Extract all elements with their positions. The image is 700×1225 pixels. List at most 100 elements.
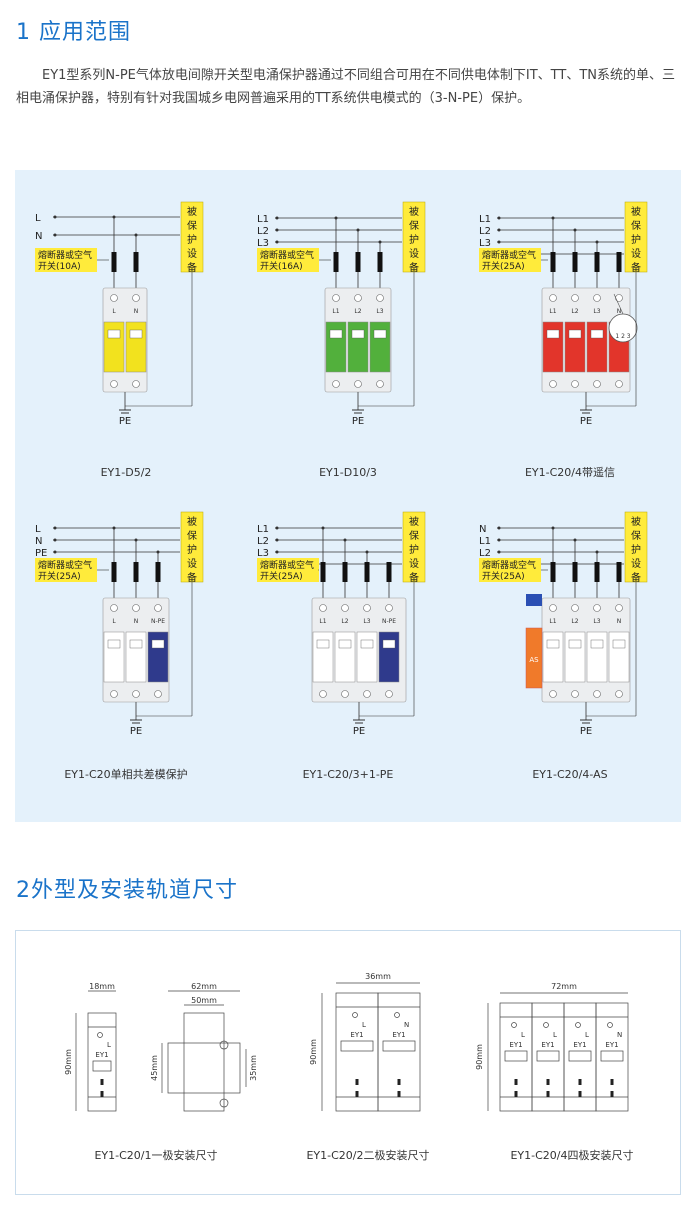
terminal-screw <box>341 604 349 612</box>
module-label: N <box>134 618 139 625</box>
fuse-element <box>111 252 117 272</box>
spd-module <box>564 631 586 683</box>
module-label: L <box>112 618 116 625</box>
status-window <box>382 639 396 649</box>
spd-module <box>125 321 147 373</box>
module-label: N <box>617 618 622 625</box>
fuse-label-line2: 开关(25A) <box>260 570 303 582</box>
side-outline <box>167 1042 241 1094</box>
module-mark: EY1 <box>350 1031 363 1039</box>
status-window <box>504 1050 528 1062</box>
diagram-caption: EY1-C20/4-AS <box>532 768 607 781</box>
fuse-element <box>133 252 139 272</box>
spd-module <box>564 321 586 373</box>
drop-node <box>378 240 382 244</box>
terminal-screw <box>615 690 623 698</box>
fuse-element <box>333 252 339 272</box>
diagram-caption: EY1-C20单相共差模保护 <box>64 767 187 781</box>
line-label: L2 <box>257 536 269 547</box>
line-label: L3 <box>479 238 491 249</box>
pe-label: PE <box>352 416 364 427</box>
protected-device-char: 护 <box>409 543 419 556</box>
module-label: L1 <box>319 618 326 625</box>
line-node <box>275 228 279 232</box>
drop-node <box>595 550 599 554</box>
status-window <box>360 639 374 649</box>
fuse-label-bg <box>35 248 97 272</box>
dimension-label: 90mm <box>64 1049 73 1075</box>
terminal-slot <box>355 1079 359 1085</box>
protected-device-char: 备 <box>631 571 641 584</box>
module-label: L2 <box>571 618 578 625</box>
spd-module <box>542 321 564 373</box>
protected-device-char: 护 <box>187 543 197 556</box>
terminal-screw <box>354 380 362 388</box>
terminal-slot <box>355 1091 359 1097</box>
line-node <box>497 228 501 232</box>
status-window <box>536 1050 560 1062</box>
wiring-diagram-6: 被保护设备NL1L2L3熔断器或空气开关(25A)L1L2L3NASPEEY1-… <box>479 511 648 781</box>
pe-label: PE <box>580 416 592 427</box>
spd-module <box>542 631 564 683</box>
dimension-label: 45mm <box>150 1055 159 1081</box>
fuse-label-line2: 开关(25A) <box>482 570 525 582</box>
status-window <box>92 1060 112 1072</box>
line-node <box>53 215 57 219</box>
diagram-caption: EY1-D10/3 <box>319 466 377 479</box>
fuse-label-line2: 开关(25A) <box>38 570 81 582</box>
line-label: L3 <box>257 548 269 559</box>
module-mark: EY1 <box>392 1031 405 1039</box>
terminal-slot <box>578 1091 582 1097</box>
fuse-label-line1: 熔断器或空气 <box>260 249 314 261</box>
line-node <box>275 216 279 220</box>
line-label: L3 <box>257 238 269 249</box>
line-label: L1 <box>479 536 491 547</box>
status-window <box>600 1050 624 1062</box>
line-node <box>53 233 57 237</box>
protected-device-char: 保 <box>409 529 419 542</box>
protected-device-char: 护 <box>631 233 641 246</box>
protected-device-char: 备 <box>409 261 419 274</box>
status-window <box>151 639 165 649</box>
fuse-element <box>364 562 370 582</box>
spd-module <box>125 631 147 683</box>
terminal-screw <box>97 1032 103 1038</box>
line-label: L <box>35 524 41 535</box>
fuse-element <box>111 562 117 582</box>
status-window <box>546 329 560 339</box>
terminal-screw <box>543 1022 549 1028</box>
spd-module <box>608 631 630 683</box>
fuse-element <box>594 252 600 272</box>
status-window <box>107 639 121 649</box>
status-window <box>382 1040 416 1052</box>
pole-letter: L <box>107 1041 111 1049</box>
fuse-label-line1: 熔断器或空气 <box>482 559 536 571</box>
terminal-screw <box>132 380 140 388</box>
line-node <box>497 550 501 554</box>
as-terminal <box>526 594 542 606</box>
module-outline <box>377 992 421 1112</box>
fuse-element <box>572 252 578 272</box>
protected-device-char: 设 <box>409 248 419 260</box>
drop-node <box>595 240 599 244</box>
pole-letter: N <box>617 1031 622 1039</box>
status-window <box>590 639 604 649</box>
wiring-diagram-5: 被保护设备L1L2L3N熔断器或空气开关(25A)L1L2L3N-PEPEEY1… <box>257 511 426 781</box>
line-node <box>53 538 57 542</box>
spd-module <box>103 321 125 373</box>
fuse-element <box>616 562 622 582</box>
pe-label: PE <box>130 726 142 737</box>
pole-letter: L <box>521 1031 525 1039</box>
module-label: L <box>112 308 116 315</box>
terminal-screw <box>571 380 579 388</box>
drop-node <box>551 526 555 530</box>
terminal-screw <box>363 604 371 612</box>
protected-device-char: 设 <box>187 558 197 570</box>
fuse-element <box>355 252 361 272</box>
fuse-label-line1: 熔断器或空气 <box>38 559 92 571</box>
pe-label: PE <box>119 416 131 427</box>
protected-device-char: 保 <box>631 219 641 232</box>
terminal-screw <box>549 380 557 388</box>
